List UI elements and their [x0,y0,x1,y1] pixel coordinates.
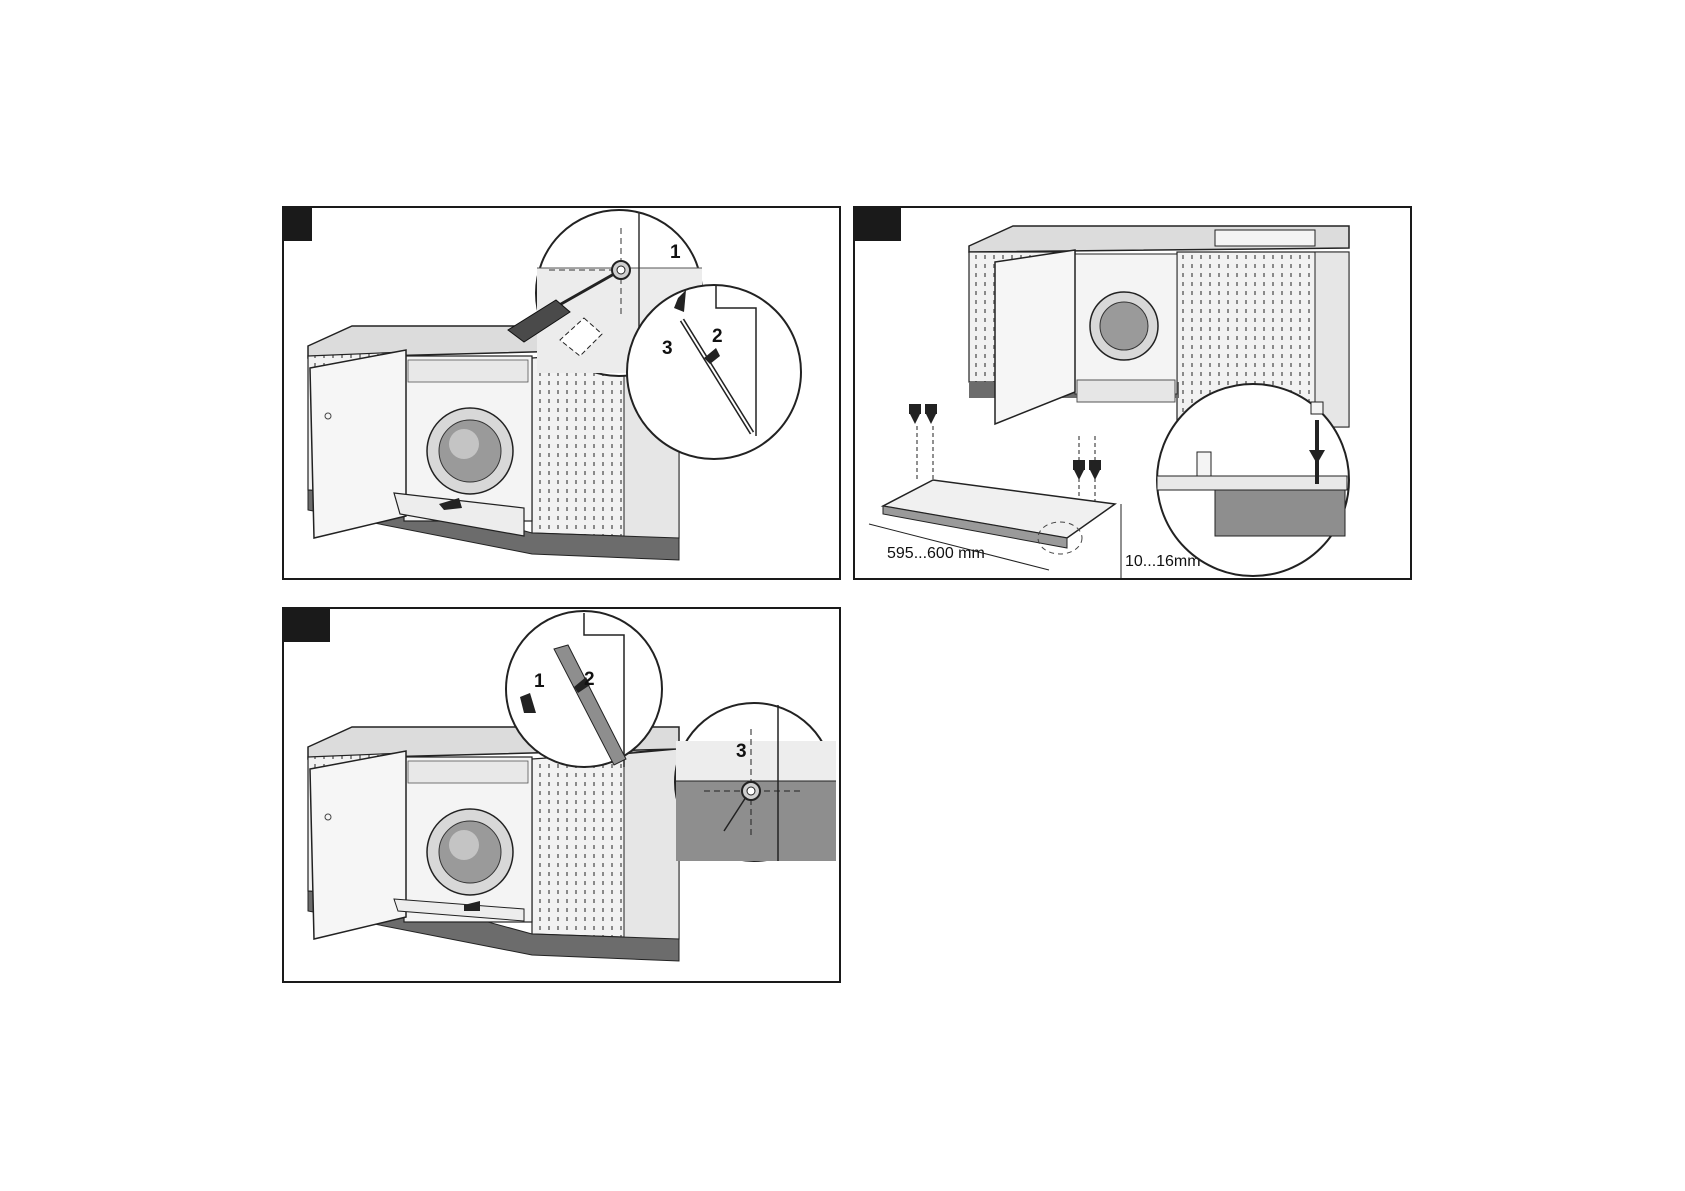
zoom-circle-insert: 1 2 [506,611,662,767]
callout-3: 3 [662,338,673,359]
illustration-panel-2: 595...600 mm 10...16mm [855,208,1412,580]
panel-attach-plinth: 1 2 3 [282,607,841,983]
panel-remove-plinth: 1 2 3 [282,206,841,580]
callout-2: 2 [712,326,723,347]
zoom-circle-screw-detail [1157,384,1349,576]
callout-2: 2 [584,669,595,690]
callout-1: 1 [670,242,681,263]
illustration-panel-3: 1 2 3 [284,609,841,983]
callout-3: 3 [736,741,747,762]
dim-height: 10...16mm [1125,553,1201,570]
zoom-circle-screw-in: 3 [675,703,836,861]
callout-1: 1 [534,671,545,692]
dim-width: 595...600 mm [887,545,985,562]
illustration-panel-1: 1 2 3 [284,208,841,580]
panel-mount-plinth: 595...600 mm 10...16mm [853,206,1412,580]
zoom-circle-plinth-clip: 2 3 [627,285,801,459]
